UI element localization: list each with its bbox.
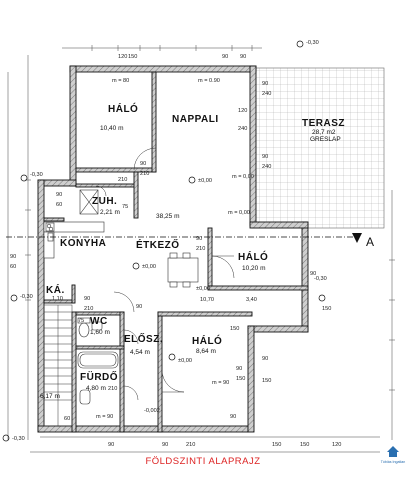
level-mark: -0,30 (30, 172, 43, 178)
dim-text: 150 (262, 378, 271, 384)
dim-text: 150 (322, 306, 331, 312)
room-halo1-area: 10,40 m (100, 125, 124, 132)
level-mark: -0,002 (144, 408, 160, 414)
dim-text: 90 (84, 296, 90, 302)
dim-text: m = 0,00 (232, 174, 254, 180)
level-mark: ±0,00 (196, 286, 210, 292)
level-mark: -0,30 (314, 276, 327, 282)
room-elosz-area: 4,54 m (130, 349, 150, 356)
dim-text: 90 (310, 271, 316, 277)
dim-text: 90 (10, 254, 16, 260)
room-ka: KÁ. (46, 283, 65, 296)
dim-text: 90 (196, 236, 202, 242)
dim-text: 210 (140, 171, 149, 177)
room-terasz: TERASZ (302, 118, 345, 129)
plan-title: FÖLDSZINTI ALAPRAJZ (145, 456, 260, 467)
dim-text: 210 (84, 306, 93, 312)
room-nappali-area: 38,25 m (156, 213, 180, 220)
room-zuh: ZUH. (92, 196, 117, 207)
room-elosz: ELŐSZ. (124, 332, 163, 345)
dim-text: 75 (122, 204, 128, 210)
dim-text: 150 (300, 442, 309, 448)
dim-text: 120 (118, 54, 127, 60)
room-nappali: NAPPALI (172, 114, 219, 125)
room-halo1: HÁLÓ (108, 102, 138, 115)
dim-text: 90 (56, 192, 62, 198)
level-mark: -0,30 (306, 40, 319, 46)
door-swings (95, 147, 235, 401)
dim-text: 150 (230, 326, 239, 332)
room-halo3-area: 8,64 m (196, 348, 216, 355)
dim-text: 150 (128, 54, 137, 60)
room-halo2-area: 10,20 m (242, 265, 266, 272)
dim-text: 3,40 (246, 297, 257, 303)
room-zuh-area: 2,21 m (100, 209, 120, 216)
dim-text: 90 (262, 154, 268, 160)
dim-text: 60 (64, 416, 70, 422)
fixtures (43, 189, 199, 405)
svg-text:Tóbiás Ingatlan: Tóbiás Ingatlan (381, 460, 406, 464)
room-terasz-area: 28,7 m2 (312, 129, 336, 136)
room-stair-area: 6,17 m (40, 393, 60, 400)
company-logo: Tóbiás Ingatlan (381, 446, 406, 464)
level-mark: -0,30 (20, 294, 33, 300)
dim-text: 90 (262, 356, 268, 362)
dim-text: 210 (196, 246, 205, 252)
dim-text: 240 (262, 164, 271, 170)
dim-text: 75 (78, 318, 84, 324)
room-konyha: KONYHA (60, 238, 106, 249)
room-etkezo: ÉTKEZŐ (136, 238, 180, 251)
dimension-lines (7, 45, 395, 453)
level-marks: -0,30 ±0,00 -0,30 ±0,00 ±0,00 ±0,00 -0,3… (2, 40, 327, 442)
dim-text: 1,10 (52, 296, 63, 302)
level-mark: -0,30 (12, 436, 25, 442)
dim-text: 120 (238, 108, 247, 114)
dim-text: 240 (238, 126, 247, 132)
room-furdo: FÜRDŐ (80, 370, 118, 383)
room-halo2: HÁLÓ (238, 250, 268, 263)
dim-text: 120 (332, 442, 341, 448)
level-mark: ±0,00 (142, 264, 156, 270)
dim-text: 90 (136, 304, 142, 310)
dim-text: 210 (186, 442, 195, 448)
dim-text: 90 (140, 161, 146, 167)
section-mark: A (366, 235, 374, 249)
dim-text: 60 (56, 202, 62, 208)
dim-text: 210 (118, 177, 127, 183)
staircase (43, 304, 73, 427)
dim-text: 90 (236, 366, 242, 372)
dim-text: 90 (230, 414, 236, 420)
dim-text: m = 80 (112, 78, 129, 84)
dim-text: m = 90 (96, 414, 113, 420)
dim-text: 90 (262, 81, 268, 87)
dim-text: 90 (162, 442, 168, 448)
dim-text: m = 90 (212, 380, 229, 386)
dim-text: 90 (108, 442, 114, 448)
terrace-floor (251, 67, 385, 229)
room-terasz-note: GRESLAP (310, 136, 341, 143)
level-mark: ±0,00 (178, 358, 192, 364)
section-arrow (352, 233, 362, 243)
dim-text: m = 0.90 (198, 78, 220, 84)
dim-text: 240 (262, 91, 271, 97)
room-wc-area: 1,60 m (90, 329, 110, 336)
dim-text: 210 (108, 386, 117, 392)
level-mark: ±0,00 (198, 178, 212, 184)
dim-text: 150 (236, 376, 245, 382)
dim-text: 90 (240, 54, 246, 60)
room-wc: WC (90, 316, 108, 327)
dim-text: m = 0,00 (228, 210, 250, 216)
dim-text: 60 (10, 264, 16, 270)
room-halo3: HÁLÓ (192, 334, 222, 347)
dim-text: 90 (222, 54, 228, 60)
dim-text: 150 (272, 442, 281, 448)
dim-text: 10,70 (200, 297, 214, 303)
dimension-texts: 120 150 90 90 m = 80 m = 0.90 90 240 120… (10, 54, 341, 448)
room-furdo-area: 4,80 m (86, 385, 106, 392)
